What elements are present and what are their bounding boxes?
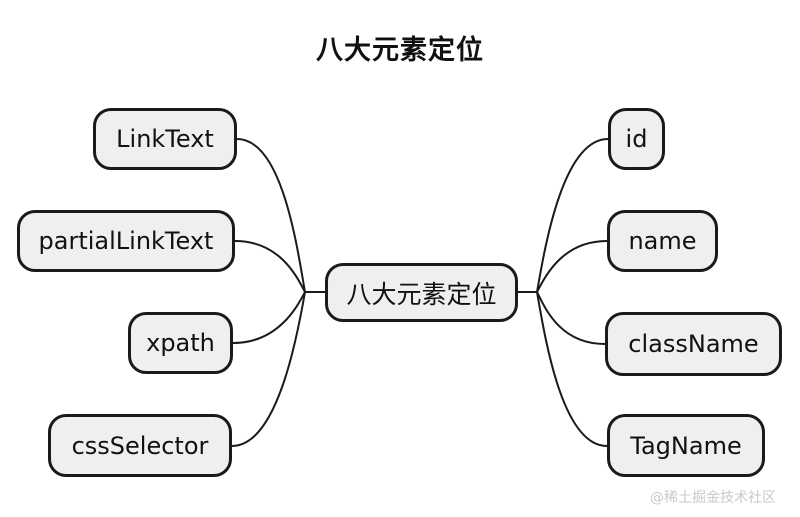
connector-classname [536, 291, 606, 345]
connector-linktext [236, 138, 306, 293]
node-cssselector-label: cssSelector [71, 431, 209, 460]
node-classname[interactable]: className [605, 312, 782, 376]
node-linktext-label: LinkText [116, 125, 214, 153]
node-partiallinktext[interactable]: partialLinkText [17, 210, 235, 272]
connector-tagname [536, 291, 608, 447]
node-linktext[interactable]: LinkText [93, 108, 237, 170]
node-center[interactable]: 八大元素定位 [325, 263, 518, 322]
connector-xpath [232, 291, 306, 344]
connector-partiallinktext [234, 240, 306, 293]
connector-name [536, 240, 608, 293]
connector-id [536, 138, 609, 293]
node-id[interactable]: id [608, 108, 665, 170]
node-xpath-label: xpath [146, 329, 215, 357]
node-classname-label: className [628, 330, 759, 358]
node-center-label: 八大元素定位 [346, 279, 497, 309]
node-tagname-label: TagName [630, 431, 742, 460]
node-id-label: id [625, 125, 648, 153]
node-tagname[interactable]: TagName [607, 414, 765, 477]
watermark: @稀土掘金技术社区 [650, 490, 776, 506]
node-name-label: name [628, 227, 697, 255]
node-partiallinktext-label: partialLinkText [38, 227, 214, 255]
node-name[interactable]: name [607, 210, 718, 272]
node-cssselector[interactable]: cssSelector [48, 414, 232, 477]
node-xpath[interactable]: xpath [128, 312, 233, 374]
connector-cssselector [231, 291, 306, 447]
page-title: 八大元素定位 [316, 35, 484, 66]
